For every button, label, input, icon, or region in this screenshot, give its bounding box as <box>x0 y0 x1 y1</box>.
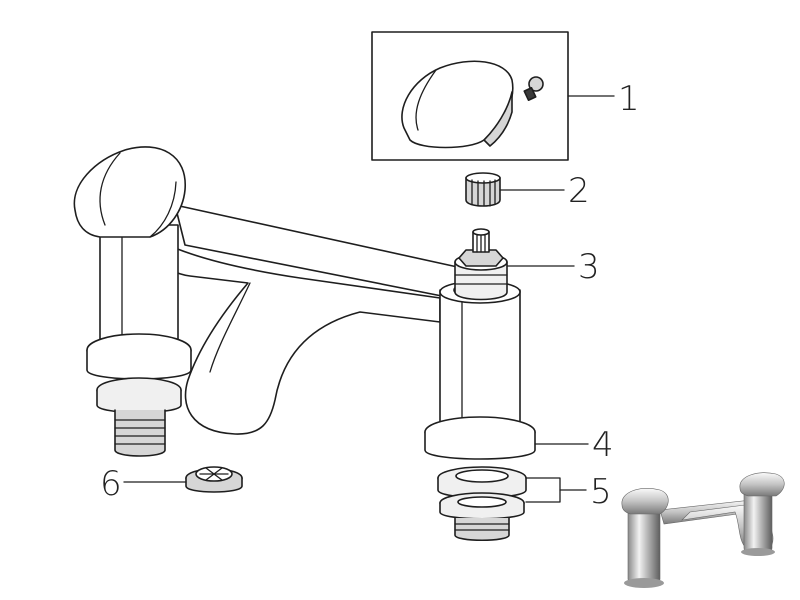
callout-3: 3 <box>578 247 600 287</box>
spout <box>155 237 441 435</box>
callout-2: 2 <box>568 171 590 211</box>
mixer-body <box>73 146 521 457</box>
spline-adaptor <box>465 172 501 207</box>
left-pillar <box>99 224 179 346</box>
callout-5: 5 <box>590 472 612 512</box>
right-base-assembly <box>424 416 536 541</box>
screw-icon <box>523 76 544 102</box>
left-handle <box>73 146 186 238</box>
callout-1: 1 <box>618 79 640 119</box>
handle-detail <box>371 31 569 161</box>
left-thread <box>114 409 166 457</box>
product-thumbnail <box>621 472 785 588</box>
right-pillar <box>439 289 521 429</box>
cartridge <box>454 228 508 301</box>
leader-lines <box>123 95 615 503</box>
callout-6: 6 <box>100 464 122 504</box>
aerator <box>185 466 243 493</box>
callout-4: 4 <box>592 425 614 465</box>
